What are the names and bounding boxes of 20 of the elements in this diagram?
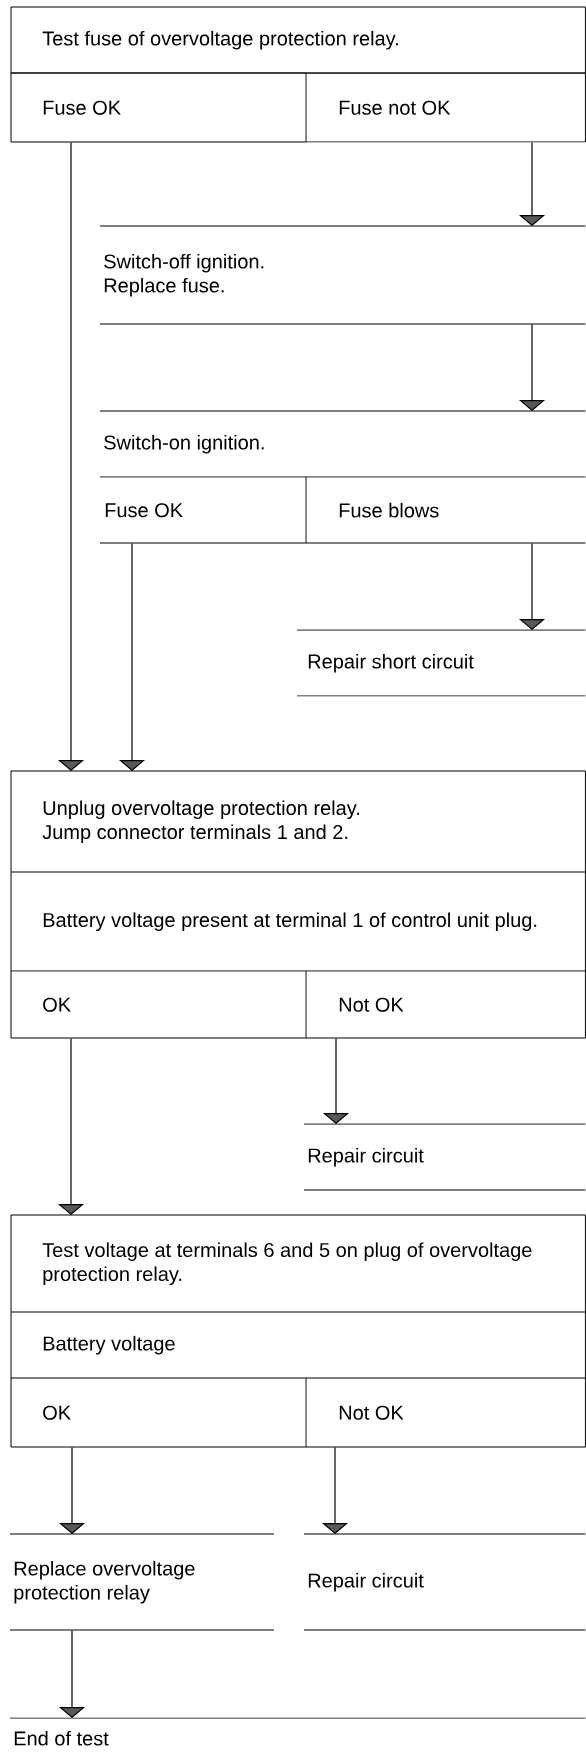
step-band: End of test <box>9 1717 586 1746</box>
process-box: Not OK <box>305 970 586 1039</box>
process-box: Battery voltage <box>10 1311 586 1379</box>
process-box: Unplug overvoltage protection relay. Jump connector terminals 1 and 2. <box>10 770 586 873</box>
process-box: Not OK <box>305 1377 586 1448</box>
step-band: Repair short circuit <box>296 629 586 697</box>
process-box: OK <box>10 970 307 1039</box>
process-box: Test voltage at terminals 6 and 5 on plug of overvoltage protection relay. <box>10 1214 586 1313</box>
process-box: Fuse blows <box>305 476 586 544</box>
process-box: Battery voltage present at terminal 1 of control unit plug. <box>10 871 586 972</box>
process-box: OK <box>10 1377 307 1448</box>
step-band: Fuse OK <box>99 503 307 544</box>
step-band: Repair circuit <box>303 1123 586 1191</box>
step-band: Repair circuit <box>303 1533 586 1631</box>
process-box: Test fuse of overvoltage protection relay. <box>10 6 586 74</box>
process-box: Fuse not OK <box>305 72 586 143</box>
step-band: Switch-on ignition. <box>99 410 586 478</box>
process-box: Fuse OK <box>10 72 307 143</box>
step-band: Switch-off ignition. Replace fuse. <box>99 225 586 325</box>
step-band: Replace overvoltage protection relay <box>9 1533 275 1631</box>
